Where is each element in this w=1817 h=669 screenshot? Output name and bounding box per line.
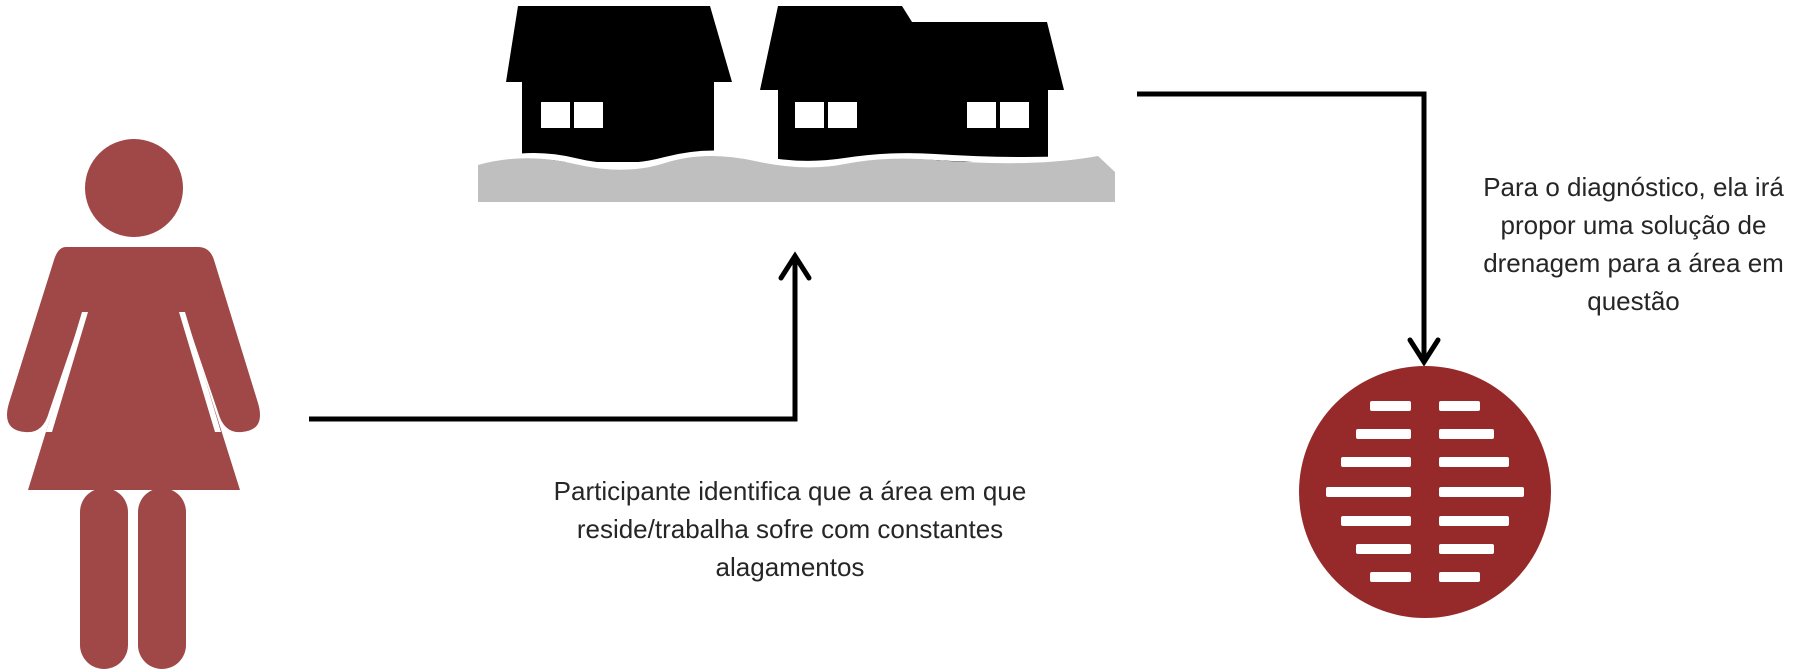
arrow-houses-to-drain: [1137, 91, 1441, 367]
participant-step-caption: Participante identifica que a área em qu…: [553, 476, 1027, 582]
woman-icon: [7, 139, 260, 669]
diagnosis-step-caption: Para o diagnóstico, ela irá propor uma s…: [1483, 172, 1784, 316]
house-left: [506, 6, 732, 162]
flood-water: [478, 155, 1115, 202]
drain-grate-icon: [1299, 366, 1551, 618]
arrow-participant-to-houses: [309, 251, 812, 422]
house-right: [760, 6, 1064, 162]
water-edge-line: [484, 150, 1101, 170]
woman-icon-arm-gaps: [46, 312, 221, 432]
flooded-houses-icon: [478, 6, 1115, 202]
